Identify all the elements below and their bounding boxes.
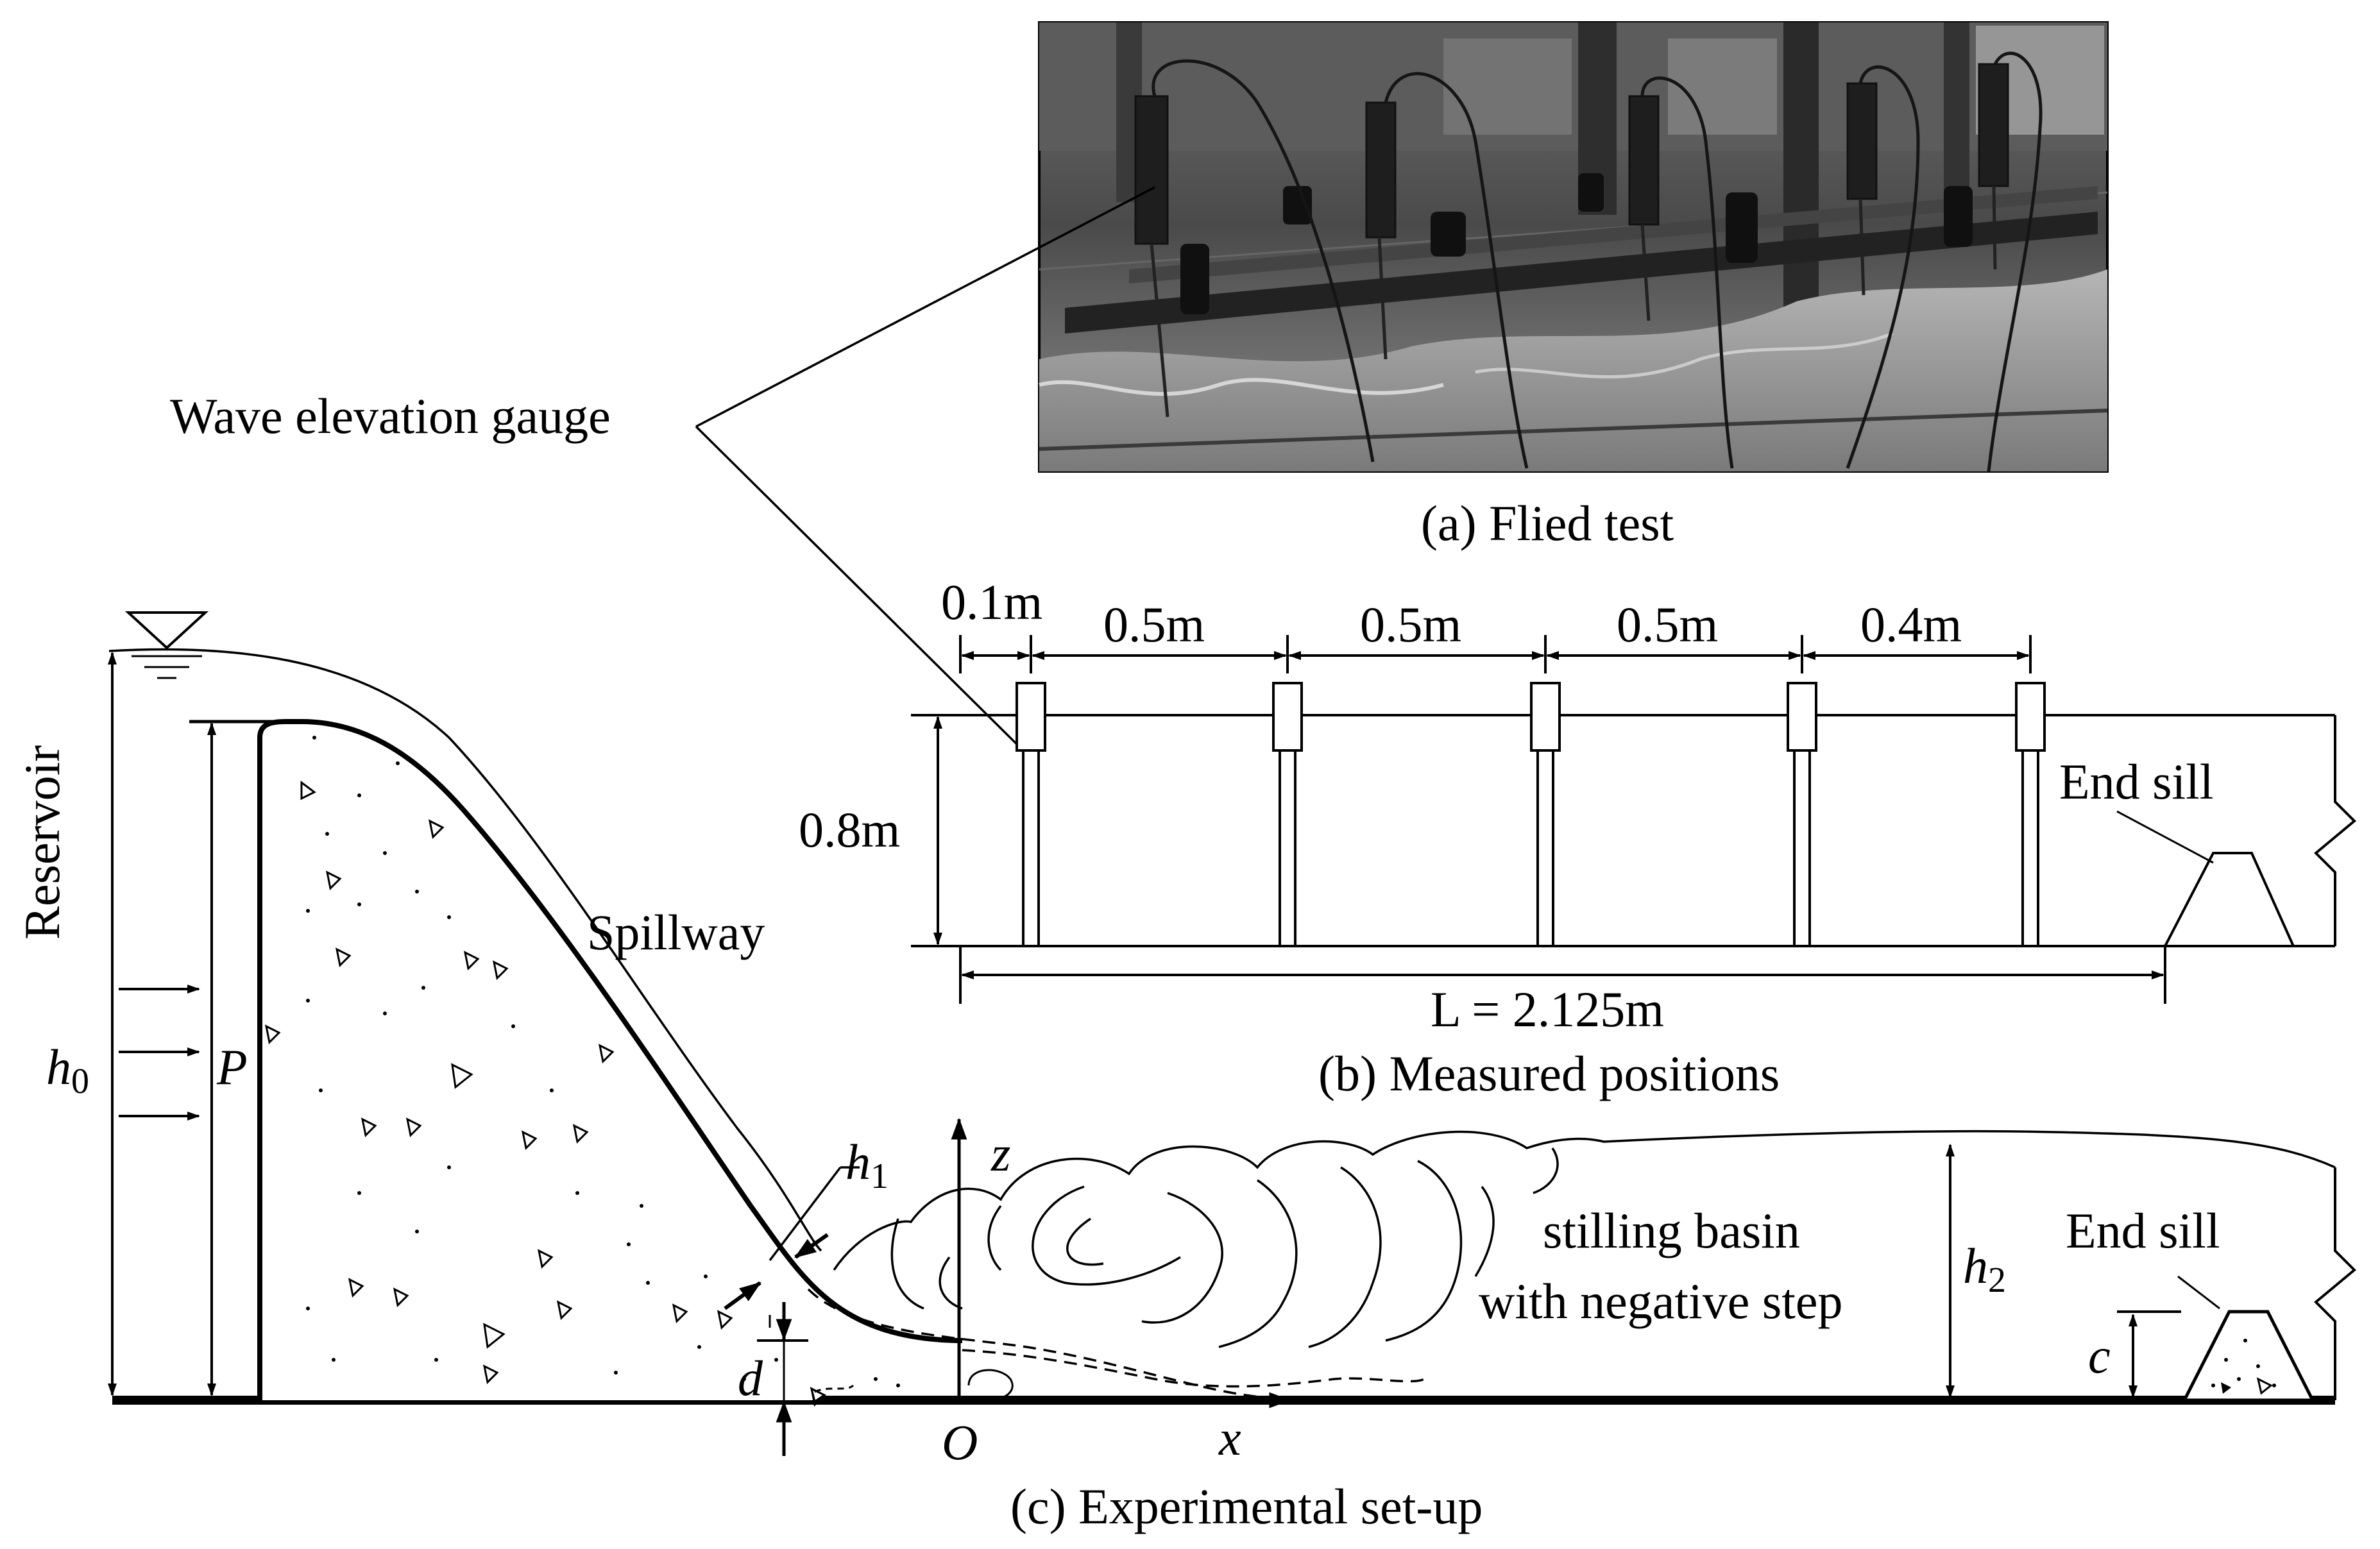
gauge-leader-lines [695,186,1155,761]
gauge-probe [1272,682,1303,947]
spacing-label: 0.1m [941,574,1042,630]
h0-label: h0 [46,1039,89,1101]
spacing-label: 0.4m [1860,597,1962,652]
basin-label-line2: with negative step [1479,1273,1843,1329]
gauge-probe [2015,682,2046,947]
end-sill-leader-b [2116,810,2214,864]
end-sill-label-b: End sill [2059,754,2214,809]
spacing-labels: 0.1m 0.5m 0.5m 0.5m 0.4m [941,574,1962,652]
spillway-label: Spillway [587,904,765,960]
spacing-label: 0.5m [1103,597,1205,652]
origin-label: O [942,1414,978,1470]
gauge-probe [1016,682,1046,947]
field-test-photo [1038,21,2109,473]
experimental-setup-diagram [108,611,2356,1456]
z-axis-label: z [990,1126,1010,1181]
c-label: c [2088,1328,2111,1384]
h1-label: h1 [846,1134,888,1196]
end-sill-shape [2163,852,2296,947]
end-sill-label-c: End sill [2066,1203,2220,1258]
gauge-label: Wave elevation gauge [170,388,611,444]
setup-caption: (c) Experimental set-up [1010,1478,1483,1534]
measured-positions-diagram [911,635,2356,1004]
h2-label: h2 [1963,1238,2006,1300]
end-sill-shape [2181,1310,2316,1402]
basin-label-line1: stilling basin [1543,1203,1800,1258]
reservoir-label: Reservoir [14,745,70,940]
length-label: L = 2.125m [1431,981,1664,1037]
spacing-label: 0.5m [1360,597,1461,652]
photo-caption: (a) Flied test [1421,495,1674,551]
height-label: 0.8m [799,802,900,858]
P-label: P [216,1039,248,1095]
d-label: d [738,1350,763,1406]
positions-caption: (b) Measured positions [1318,1045,1780,1101]
spacing-label: 0.5m [1617,597,1718,652]
spillway-dam [260,722,821,1400]
x-axis-label: x [1218,1410,1241,1466]
gauge-probe [1530,682,1561,947]
gauge-probe [1787,682,1817,947]
